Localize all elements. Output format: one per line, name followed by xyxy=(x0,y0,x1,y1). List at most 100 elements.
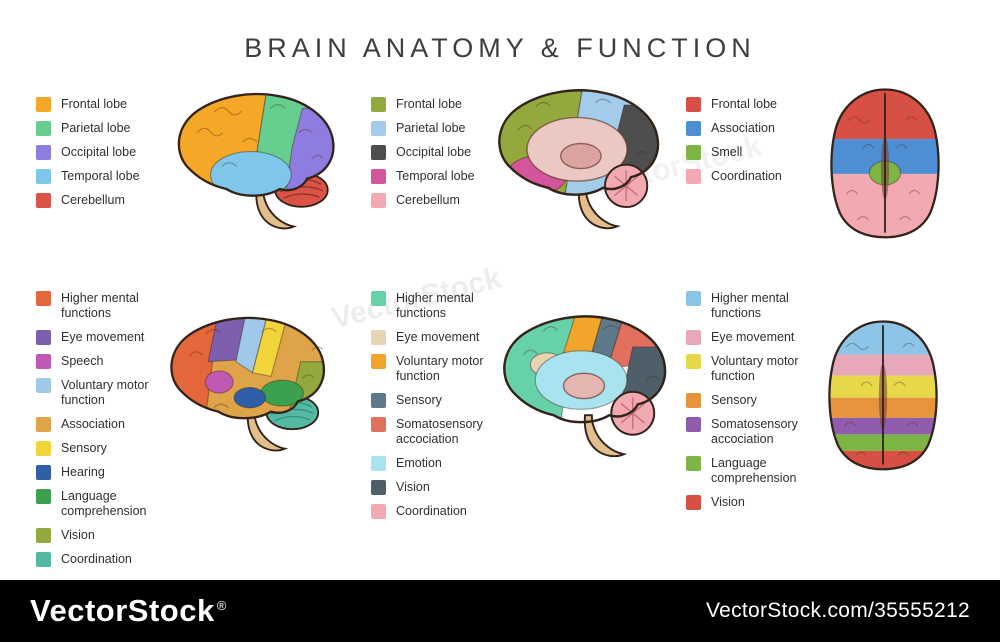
color-swatch xyxy=(36,552,51,567)
color-swatch xyxy=(686,291,701,306)
legend-label: Emotion xyxy=(396,456,442,470)
legend-label: Frontal lobe xyxy=(61,97,128,111)
legend-item: Emotion xyxy=(371,456,509,471)
color-swatch xyxy=(36,97,51,112)
brain-lateral-function-illustration xyxy=(170,316,326,452)
legend-item: Temporal lobe xyxy=(36,169,171,184)
legend-label: Eye movement xyxy=(396,330,480,344)
legend-label: Frontal lobe xyxy=(396,97,463,111)
color-swatch xyxy=(371,97,386,112)
brainstem xyxy=(577,186,621,230)
color-swatch xyxy=(36,121,51,136)
gyri-lines xyxy=(517,98,648,156)
color-swatch xyxy=(686,330,701,345)
image-credit-url: VectorStock.com/35555212 xyxy=(705,599,970,622)
color-swatch xyxy=(36,169,51,184)
color-swatch xyxy=(371,121,386,136)
legend-function-lateral: Higher mental functions Eye movement Spe… xyxy=(36,291,172,567)
brain-outline xyxy=(828,320,938,471)
legend-label: Cerebellum xyxy=(396,193,460,207)
color-swatch xyxy=(371,480,386,495)
legend-label: Higher mental functions xyxy=(61,291,139,320)
legend-item: Voluntary motor function xyxy=(686,354,824,384)
color-swatch xyxy=(686,417,701,432)
legend-anatomy-lateral: Frontal lobe Parietal lobe Occipital lob… xyxy=(36,97,171,208)
color-swatch xyxy=(686,456,701,471)
color-swatch xyxy=(371,291,386,306)
legend-label: Speech xyxy=(61,354,104,368)
color-swatch xyxy=(36,441,51,456)
legend-label: Coordination xyxy=(711,169,782,183)
color-swatch xyxy=(36,528,51,543)
gyri-lines xyxy=(523,324,659,381)
page-title: BRAIN ANATOMY & FUNCTION xyxy=(244,33,756,63)
legend-label: Coordination xyxy=(396,504,467,518)
legend-label: Association xyxy=(711,121,775,135)
gyri-lines xyxy=(196,104,324,167)
legend-label: Cerebellum xyxy=(61,193,125,207)
legend-item: Eye movement xyxy=(371,330,509,345)
frontal-lobe-region xyxy=(178,94,269,196)
legend-label: Parietal lobe xyxy=(61,121,131,135)
legend-label: Hearing xyxy=(61,465,105,479)
vectorstock-logo: VectorStock® xyxy=(30,593,227,629)
legend-item: Frontal lobe xyxy=(371,97,506,112)
legend-item: Eye movement xyxy=(36,330,172,345)
brainstem xyxy=(246,410,289,452)
gyri-lines xyxy=(189,327,324,409)
legend-label: Temporal lobe xyxy=(61,169,140,183)
legend-item: Sensory xyxy=(686,393,824,408)
legend-label: Voluntary motor function xyxy=(61,378,149,407)
brain-top-anatomy-illustration xyxy=(830,88,940,239)
legend-anatomy-medial: Frontal lobe Parietal lobe Occipital lob… xyxy=(371,97,506,208)
legend-label: Sensory xyxy=(61,441,107,455)
legend-item: Coordination xyxy=(371,504,509,519)
legend-label: Somatosensory accociation xyxy=(711,417,798,446)
higher-mental-functions-region xyxy=(171,317,220,419)
legend-item: Temporal lobe xyxy=(371,169,506,184)
legend-item: Higher mental functions xyxy=(686,291,824,321)
color-swatch xyxy=(36,378,51,393)
brain-outline xyxy=(498,89,660,196)
color-swatch xyxy=(686,121,701,136)
brain-outline xyxy=(830,88,940,239)
color-swatch xyxy=(36,330,51,345)
brainstem xyxy=(255,188,298,230)
color-swatch xyxy=(686,145,701,160)
registered-mark: ® xyxy=(216,597,227,613)
legend-item: Cerebellum xyxy=(371,193,506,208)
legend-label: Occipital lobe xyxy=(396,145,472,159)
gyri-lines xyxy=(843,342,919,456)
color-swatch xyxy=(371,417,386,432)
cerebellum-folds xyxy=(620,397,645,429)
color-swatch xyxy=(371,169,386,184)
legend-item: Language comprehension xyxy=(36,489,172,519)
legend-item: Frontal lobe xyxy=(686,97,821,112)
legend-item: Somatosensory accociation xyxy=(371,417,509,447)
legend-label: Vision xyxy=(396,480,430,494)
color-swatch xyxy=(36,489,51,504)
color-swatch xyxy=(686,169,701,184)
temporal-lobe-region xyxy=(209,150,292,196)
color-swatch xyxy=(371,354,386,369)
legend-label: Eye movement xyxy=(711,330,795,344)
legend-item: Parietal lobe xyxy=(371,121,506,136)
legend-label: Smell xyxy=(711,145,743,159)
legend-label: Vision xyxy=(61,528,95,542)
color-swatch xyxy=(36,145,51,160)
color-swatch xyxy=(686,354,701,369)
thalamus xyxy=(562,372,606,400)
legend-item: Vision xyxy=(36,528,172,543)
legend-item: Coordination xyxy=(36,552,172,567)
legend-item: Smell xyxy=(686,145,821,160)
brain-lateral-anatomy-illustration xyxy=(177,92,335,230)
legend-label: Sensory xyxy=(711,393,757,407)
legend-item: Voluntary motor function xyxy=(36,378,172,408)
cerebellum-folds xyxy=(614,170,639,202)
brain-medial-function-illustration xyxy=(503,315,667,458)
legend-item: Voluntary motor function xyxy=(371,354,509,384)
legend-label: Higher mental functions xyxy=(711,291,789,320)
legend-label: Higher mental functions xyxy=(396,291,474,320)
color-swatch xyxy=(36,354,51,369)
